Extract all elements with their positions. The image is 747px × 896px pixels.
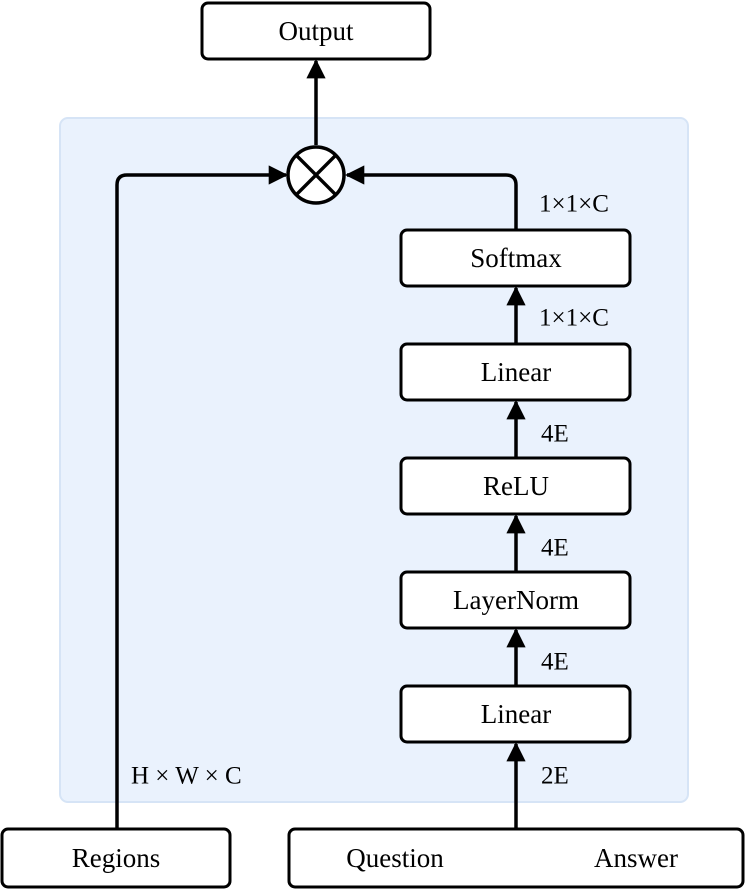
module-panel xyxy=(59,117,689,803)
question-answer-node: Question Answer xyxy=(287,827,745,889)
softmax-node: Softmax xyxy=(399,228,632,288)
layernorm-node: LayerNorm xyxy=(399,570,632,630)
linear-top-label: Linear xyxy=(481,357,551,387)
regions-node: Regions xyxy=(0,827,232,889)
linear-top-node: Linear xyxy=(399,342,632,402)
dim-relu-out: 4E xyxy=(541,421,569,448)
linear-bottom-node: Linear xyxy=(399,684,632,744)
dim-layernorm-out: 4E xyxy=(541,535,569,562)
softmax-label: Softmax xyxy=(470,243,562,273)
dim-softmax-out: 1×1×C xyxy=(539,191,609,218)
dim-regions-in: H × W × C xyxy=(131,763,242,790)
linear-bottom-label: Linear xyxy=(481,699,551,729)
arrow-softmax-to-operator xyxy=(345,165,518,230)
relu-node: ReLU xyxy=(399,456,632,516)
regions-label: Regions xyxy=(72,843,161,873)
output-label: Output xyxy=(278,16,354,46)
multiply-circle-icon xyxy=(286,145,346,205)
layernorm-label: LayerNorm xyxy=(453,585,579,615)
answer-label: Answer xyxy=(594,843,678,873)
relu-label: ReLU xyxy=(483,471,549,501)
output-node: Output xyxy=(200,1,432,61)
arrow-regions-to-operator xyxy=(115,165,288,828)
question-label: Question xyxy=(346,843,444,873)
dim-linear-top-out: 1×1×C xyxy=(539,305,609,332)
dim-qa-in: 2E xyxy=(541,763,569,790)
dim-linear-bottom-out: 4E xyxy=(541,649,569,676)
